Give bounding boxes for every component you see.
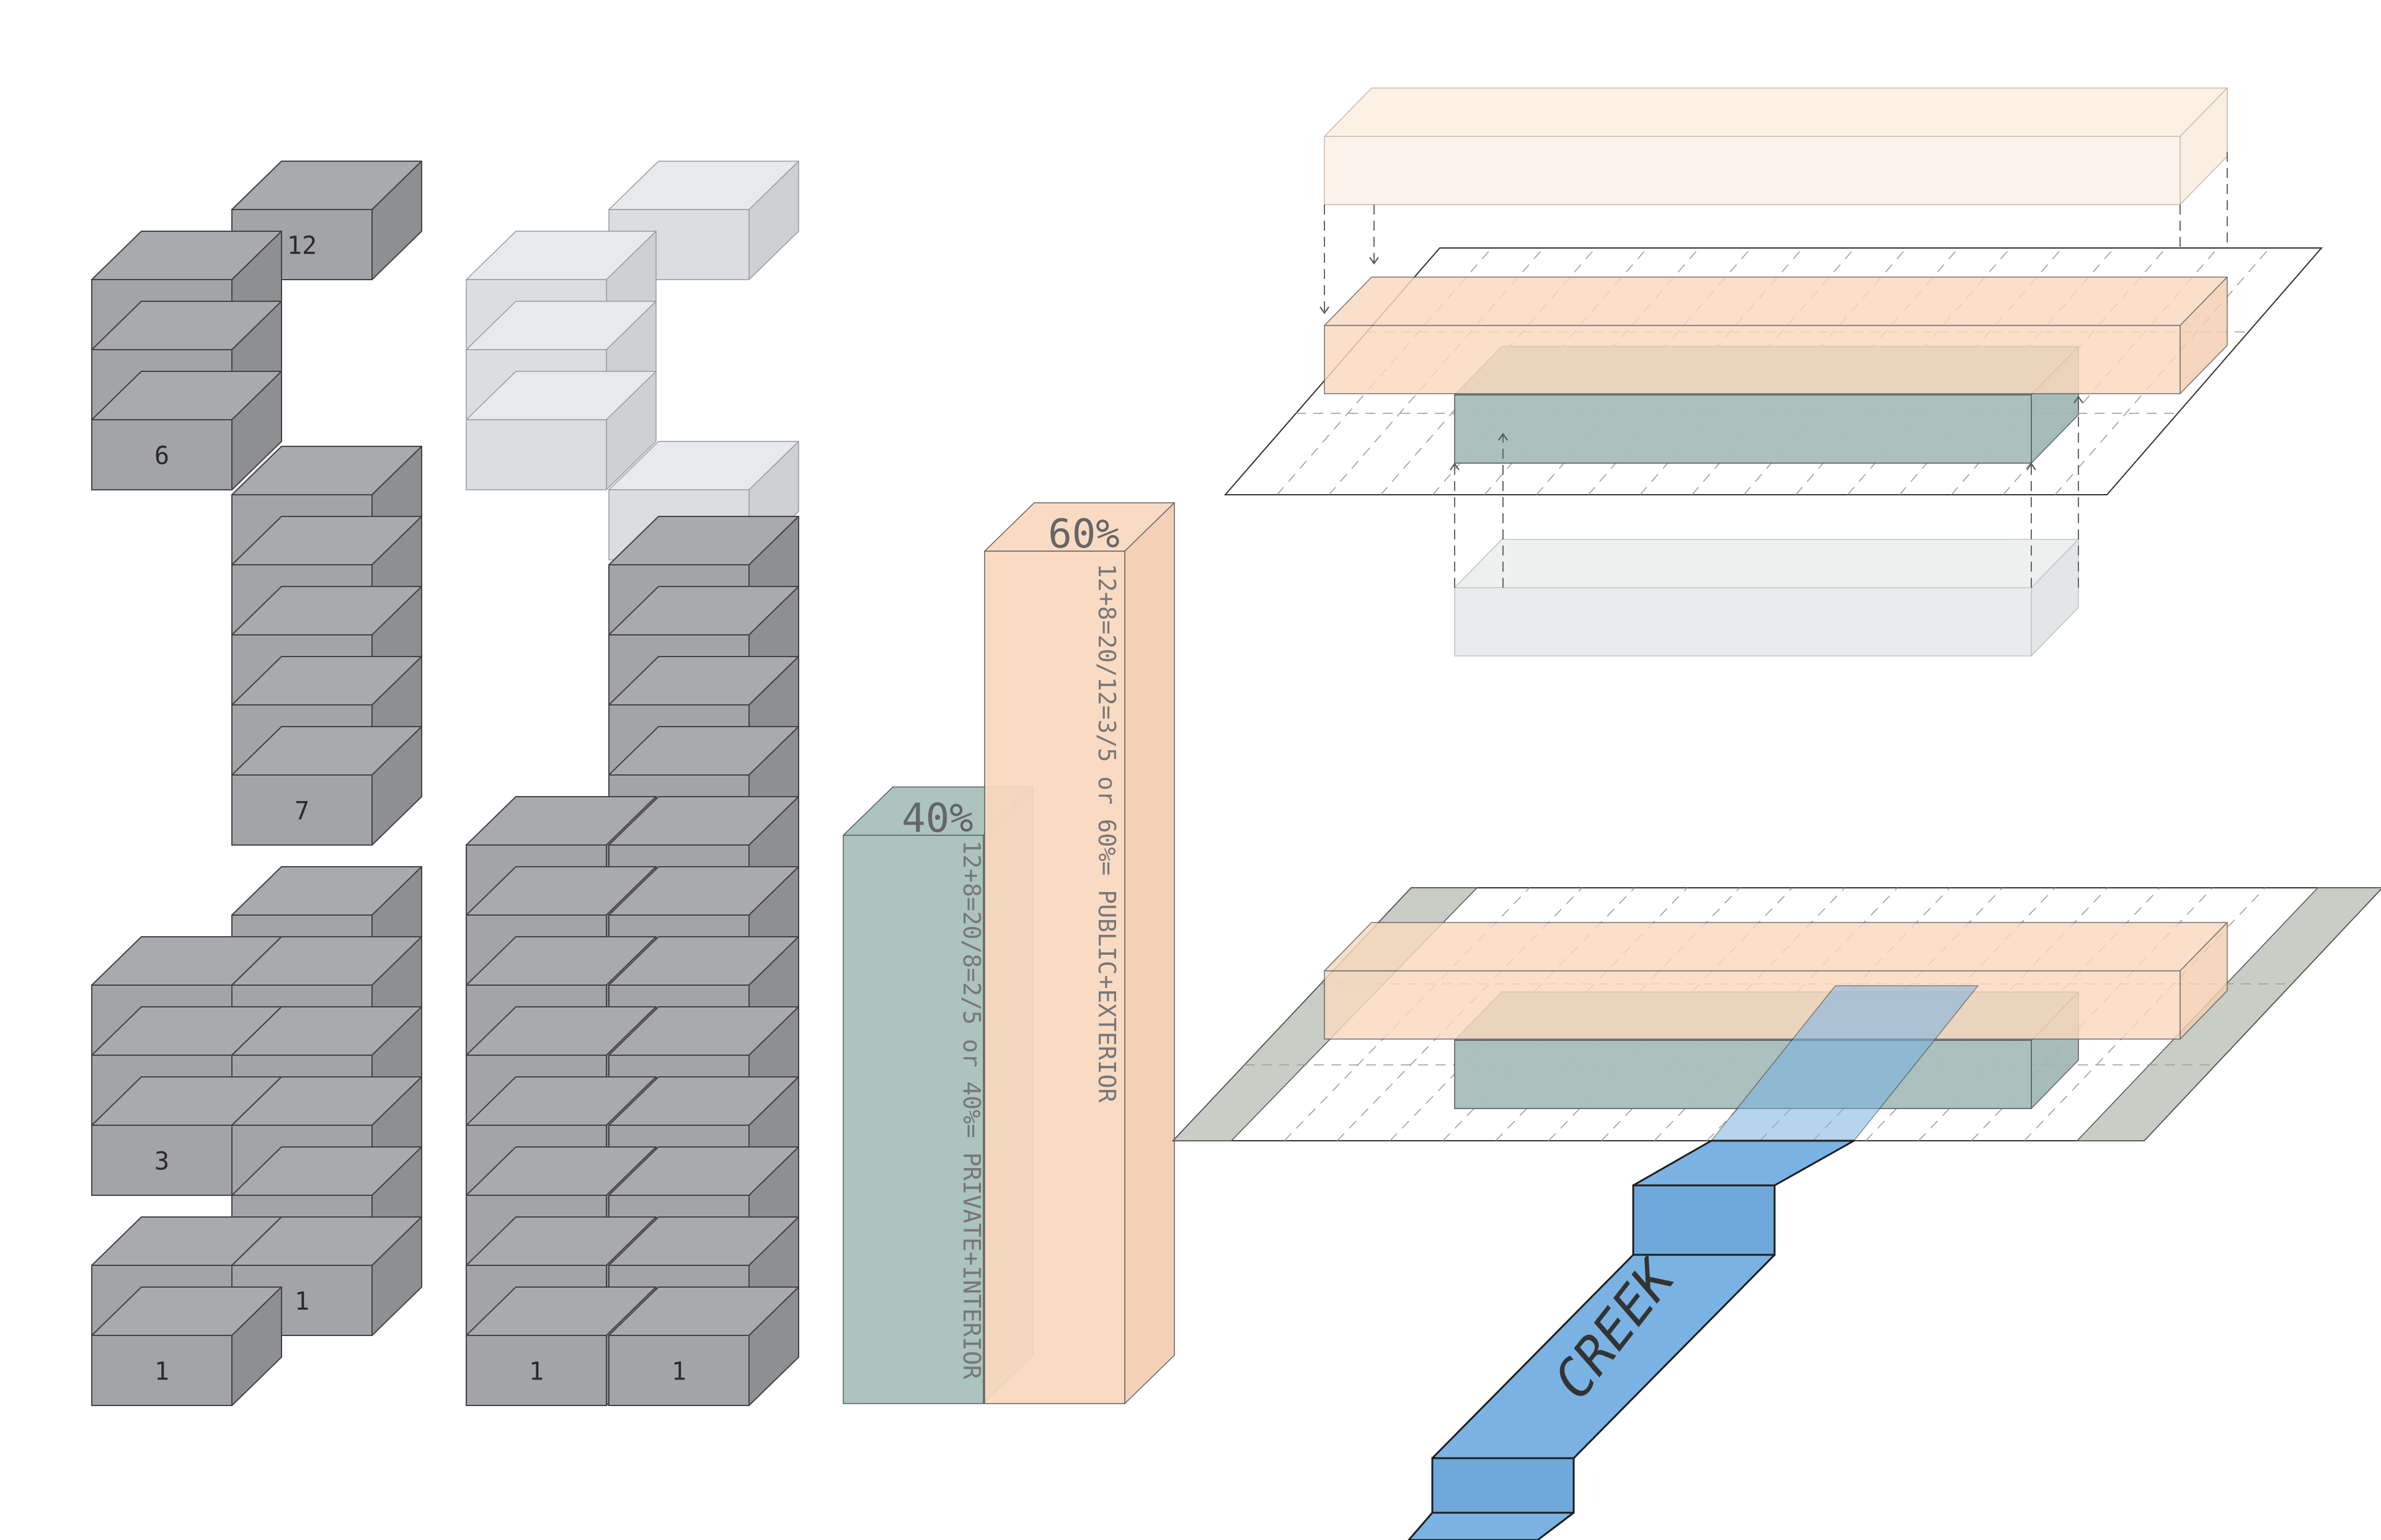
cube-number: 7 (295, 797, 309, 826)
cube-number: 1 (154, 1358, 169, 1386)
right-bank (2076, 887, 2381, 1141)
floor-cube (91, 1286, 282, 1406)
public-block (1324, 922, 2228, 1040)
cube-number: 12 (287, 232, 317, 260)
site-plane-with-creek: CREEK (1171, 887, 2381, 1540)
lifted-private-block (1454, 539, 2079, 657)
stack-b: 12111098877665544332211 (466, 161, 799, 1406)
cube-number: 1 (672, 1358, 686, 1386)
floor-cube (231, 726, 422, 846)
cube-stacks: 1287611109876554433221112111098877665544… (91, 161, 799, 1406)
cube-number: 6 (154, 442, 169, 471)
floor-cube (91, 371, 282, 490)
cube-number: 1 (529, 1358, 544, 1386)
cube-number: 1 (295, 1288, 309, 1316)
private-percent: 40% (902, 795, 973, 841)
stack-a: 12876111098765544332211 (91, 161, 422, 1406)
exploded-floor-plane (1223, 87, 2323, 657)
public-formula: 12+8=20/12=3/5 or 60%= PUBLIC+EXTERIOR (1093, 564, 1120, 1102)
public-block (1324, 277, 2228, 394)
creek: CREEK (1408, 1140, 1855, 1540)
public-bar (984, 502, 1175, 1404)
floor-cube (608, 1286, 799, 1406)
cube-number: 3 (154, 1148, 169, 1176)
floating-public-block (1324, 87, 2228, 205)
private-formula: 12+8=20/8=2/5 or 40%= PRIVATE+INTERIOR (958, 840, 985, 1379)
ghost-cube (466, 371, 657, 490)
public-percent: 60% (1048, 511, 1120, 557)
program-bars: 40% 60% 12+8=20/8=2/5 or 40%= PRIVATE+INTE… (843, 502, 1175, 1404)
